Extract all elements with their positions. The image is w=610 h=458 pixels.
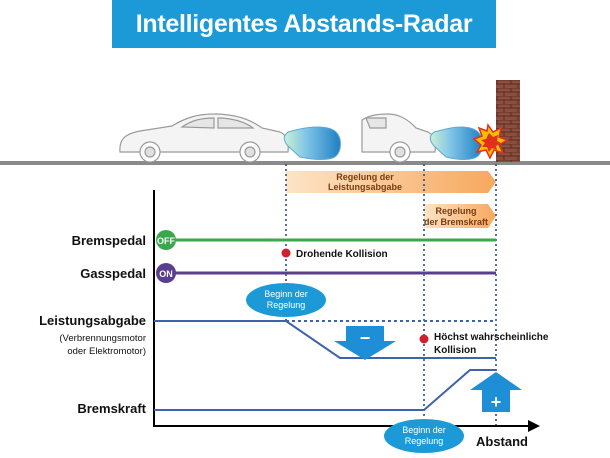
car-icon-right bbox=[361, 113, 436, 163]
banner-regelung-leistungsabgabe: Regelung der Leistungsabgabe bbox=[286, 171, 496, 193]
on-badge bbox=[156, 263, 176, 283]
banner-leistung-line2: Leistungsabgabe bbox=[328, 182, 402, 192]
road-line bbox=[0, 161, 610, 165]
label-abstand: Abstand bbox=[476, 434, 528, 449]
increase-arrow-icon: + bbox=[470, 372, 522, 412]
label-leistungsabgabe: Leistungsabgabe bbox=[39, 313, 146, 328]
bubble-beginn-regelung-2: Beginn der Regelung bbox=[384, 419, 464, 453]
label-bremspedal: Bremspedal bbox=[72, 233, 146, 248]
leistungsabgabe-line bbox=[154, 320, 496, 359]
label-leistung-sub1: (Verbrennungsmotor bbox=[59, 333, 146, 344]
bubble2-line1: Beginn der bbox=[402, 425, 446, 435]
hoechst-kollision-dot bbox=[419, 334, 429, 344]
hoechst-kollision-line2: Kollision bbox=[434, 345, 476, 356]
title-banner: Intelligentes Abstands-Radar bbox=[112, 0, 496, 48]
label-bremskraft: Bremskraft bbox=[77, 401, 146, 416]
label-leistung-sub2: oder Elektromotor) bbox=[67, 346, 146, 357]
banner-regelung-bremskraft: Regelung der Bremskraft bbox=[424, 204, 496, 228]
bremskraft-line bbox=[154, 369, 496, 411]
on-badge-text: ON bbox=[159, 269, 173, 279]
banner-brems-line2: der Bremskraft bbox=[424, 217, 488, 227]
bubble1-line1: Beginn der bbox=[264, 289, 308, 299]
off-badge bbox=[156, 230, 176, 250]
bubble-beginn-regelung-1: Beginn der Regelung bbox=[246, 283, 326, 317]
banner-brems-line1: Regelung bbox=[435, 206, 476, 216]
drohende-kollision-label: Drohende Kollision bbox=[296, 249, 388, 260]
page-title: Intelligentes Abstands-Radar bbox=[135, 9, 473, 38]
plus-sign: + bbox=[491, 392, 502, 412]
banner-leistung-line1: Regelung der bbox=[336, 172, 394, 182]
hoechst-kollision-line1: Höchst wahrscheinliche bbox=[434, 332, 549, 343]
x-axis-arrow bbox=[528, 420, 540, 432]
radar-icon-left bbox=[283, 126, 341, 160]
radar-icon-right bbox=[429, 126, 483, 160]
collision-burst-core bbox=[481, 133, 501, 152]
off-badge-text: OFF bbox=[157, 236, 175, 246]
label-gaspedal: Gasspedal bbox=[80, 266, 146, 281]
drohende-kollision-dot bbox=[281, 248, 291, 258]
decrease-arrow-icon: − bbox=[334, 326, 396, 360]
car-icon-left bbox=[119, 113, 289, 163]
minus-sign: − bbox=[360, 328, 371, 348]
bubble1-line2: Regelung bbox=[267, 300, 306, 310]
bubble2-line2: Regelung bbox=[405, 436, 444, 446]
